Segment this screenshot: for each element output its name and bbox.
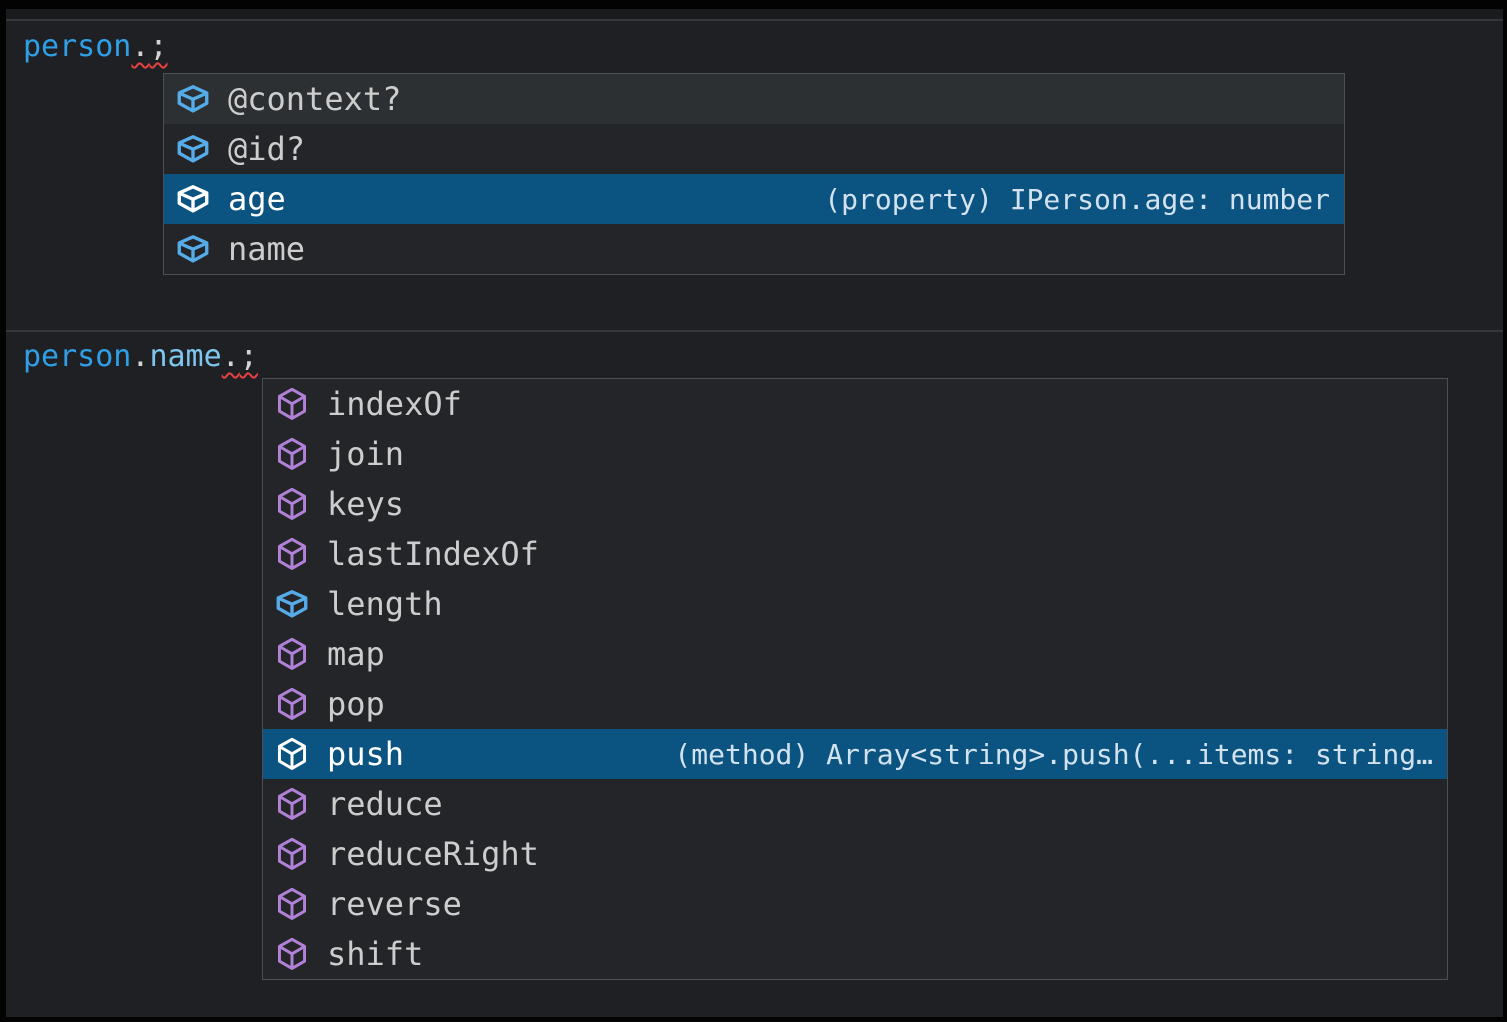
code-line-2[interactable]: person.name.; [23,339,258,375]
editor-canvas: person.; @context? [6,9,1503,1017]
symbol-kind-icon [272,534,312,574]
symbol-method-icon [277,837,307,870]
suggest-item[interactable]: age (property) IPerson.age: number [164,174,1344,224]
suggest-item[interactable]: indexOf [263,379,1447,429]
suggest-item[interactable]: reduce [263,779,1447,829]
suggest-widget-properties: @context? @id? [163,73,1345,275]
symbol-kind-icon [272,584,312,624]
code-line-1[interactable]: person.; [23,29,168,65]
symbol-method-icon [277,737,307,770]
suggest-item[interactable]: map [263,629,1447,679]
top-edge-strip [6,9,1503,21]
symbol-kind-icon [272,634,312,674]
symbol-kind-icon [272,384,312,424]
symbol-method-icon [277,387,307,420]
token-semicolon-error: ; [239,339,258,374]
suggest-item-label: reverse [327,885,462,923]
symbol-kind-icon [272,834,312,874]
token-variable-person: person [23,339,132,374]
symbol-kind-icon [272,484,312,524]
token-semicolon-error: ; [149,29,168,64]
token-dot: . [131,339,150,374]
suggest-item[interactable]: reduceRight [263,829,1447,879]
suggest-item-label: indexOf [327,385,462,423]
symbol-kind-icon [272,784,312,824]
suggest-item-label: length [327,585,443,623]
suggest-item[interactable]: lastIndexOf [263,529,1447,579]
symbol-method-icon [277,637,307,670]
suggest-item-label: push [327,735,405,773]
symbol-kind-icon [272,434,312,474]
symbol-method-icon [277,537,307,570]
suggest-item[interactable]: shift [263,929,1447,979]
suggest-item-detail: (property) IPerson.age: number [824,182,1330,216]
symbol-kind-icon [272,734,312,774]
suggest-widget-string-methods: indexOf join [262,378,1448,980]
symbol-kind-icon [272,684,312,724]
suggest-item-label: join [327,435,405,473]
suggest-item[interactable]: reverse [263,879,1447,929]
suggest-item-label: reduceRight [327,835,539,873]
symbol-kind-icon [173,79,213,119]
symbol-method-icon [277,937,307,970]
symbol-kind-icon [272,934,312,974]
symbol-field-icon [177,85,209,113]
symbol-kind-icon [173,229,213,269]
symbol-kind-icon [173,179,213,219]
symbol-field-icon [177,135,209,163]
suggest-item-label: map [327,635,385,673]
suggest-item-label: reduce [327,785,443,823]
suggest-item-label: @context? [228,80,402,118]
suggest-item[interactable]: keys [263,479,1447,529]
symbol-field-icon [177,235,209,263]
token-dot-error: . [221,339,240,374]
symbol-kind-icon [173,129,213,169]
suggest-item-label: keys [327,485,405,523]
suggest-item[interactable]: @id? [164,124,1344,174]
suggest-item-label: shift [327,935,424,973]
suggest-item[interactable]: length [263,579,1447,629]
suggest-item[interactable]: pop [263,679,1447,729]
token-variable-person: person [23,29,132,64]
suggest-item[interactable]: @context? [164,74,1344,124]
symbol-method-icon [277,687,307,720]
suggest-item-label: lastIndexOf [327,535,539,573]
suggest-item-label: @id? [228,130,306,168]
suggest-item-label: pop [327,685,385,723]
token-property-name: name [149,339,222,374]
symbol-field-icon [276,590,308,618]
suggest-item-label: age [228,180,286,218]
symbol-method-icon [277,437,307,470]
suggest-item[interactable]: name [164,224,1344,274]
token-dot-error: . [131,29,150,64]
symbol-method-icon [277,487,307,520]
suggest-item-label: name [228,230,306,268]
symbol-field-icon [177,185,209,213]
symbol-method-icon [277,887,307,920]
symbol-method-icon [277,787,307,820]
symbol-kind-icon [272,884,312,924]
suggest-item-detail: (method) Array<string>.push(...items: st… [674,737,1433,771]
section-divider [6,330,1503,332]
suggest-item[interactable]: join [263,429,1447,479]
suggest-item[interactable]: push (method) Array<string>.push(...item… [263,729,1447,779]
